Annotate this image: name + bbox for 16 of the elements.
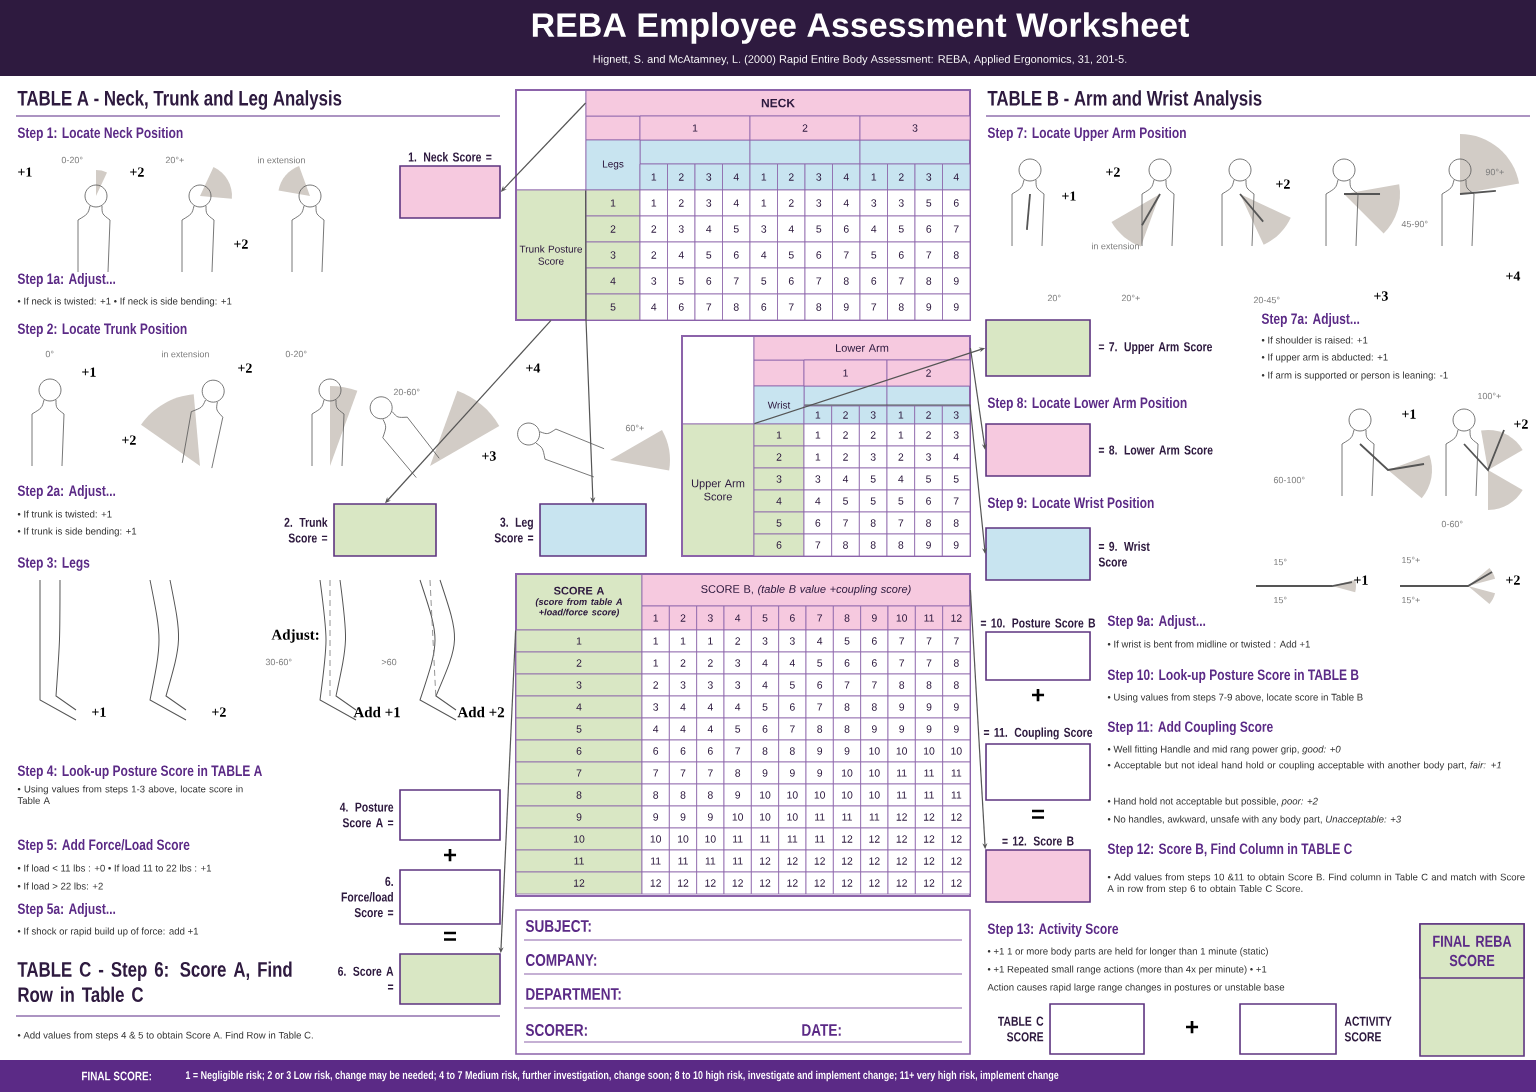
score-box: FINAL REBA SCORE [1419, 923, 1525, 1057]
form-label: DEPARTMENT: [526, 988, 621, 1000]
form-label: COMPANY: [525, 954, 597, 966]
operator-sign: + [444, 848, 457, 862]
section-heading: TABLE A - Neck, Trunk and Leg Analysis [17, 90, 342, 110]
operator-sign: = [1032, 809, 1044, 819]
operator-sign: + [1032, 688, 1045, 702]
leader-line [969, 347, 987, 450]
form-label: SCORER: [525, 1024, 587, 1036]
leader-line [803, 404, 988, 554]
operator-sign: = [444, 931, 456, 941]
form-label: DATE: [802, 1024, 841, 1036]
title: REBA Employee Assessment Worksheet [532, 12, 1189, 44]
form-label: SUBJECT: [525, 920, 591, 932]
section-heading: TABLE C - Step 6: Score A, Find Row in Table C [17, 961, 292, 1003]
operator-sign: + [1186, 1020, 1199, 1034]
